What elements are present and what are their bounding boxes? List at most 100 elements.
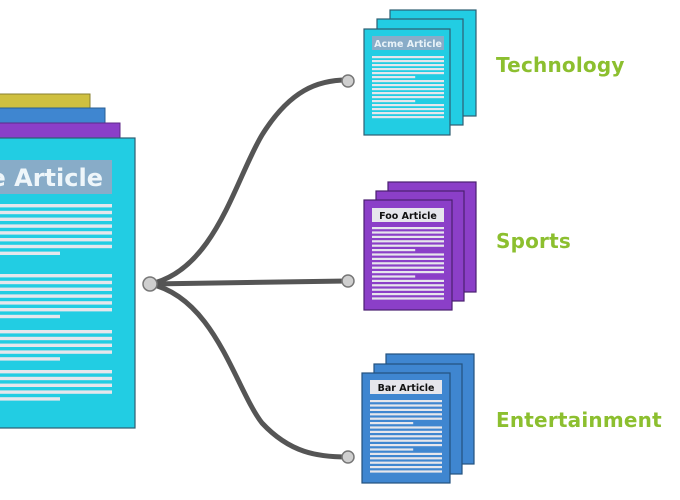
text-line (370, 452, 442, 455)
text-line (0, 397, 60, 401)
text-line (372, 92, 444, 95)
text-line (0, 210, 112, 215)
text-line (372, 279, 444, 282)
text-line (370, 461, 442, 464)
endpoint-sports (341, 274, 355, 288)
doc-title-bg (372, 208, 444, 222)
hub-node (142, 276, 158, 292)
connector-sports (147, 278, 350, 287)
text-line (370, 439, 442, 442)
text-line (372, 275, 416, 278)
text-line (372, 60, 444, 63)
source-doc-title-bg (0, 160, 112, 194)
text-line (0, 336, 112, 341)
doc-stack-technology: Acme Article (363, 9, 477, 136)
text-line (0, 251, 60, 255)
category-label-technology: Technology (496, 53, 625, 77)
text-line (372, 56, 444, 59)
text-line (370, 470, 442, 473)
text-line (0, 383, 112, 387)
doc-title: Foo Article (379, 211, 437, 222)
doc-text-lines (372, 227, 444, 300)
doc-title-bg (372, 36, 444, 50)
category-label-entertainment: Entertainment (496, 408, 662, 432)
text-line (372, 284, 444, 287)
text-line (370, 448, 414, 451)
text-line (0, 280, 112, 285)
text-line (372, 249, 416, 252)
text-line (372, 271, 444, 274)
text-line (372, 266, 444, 269)
doc-stack-entertainment: Bar Article (361, 353, 475, 484)
text-line (372, 227, 444, 230)
doc-text-lines (370, 400, 442, 473)
text-line (372, 64, 444, 67)
text-line (0, 204, 112, 208)
category-label-sports: Sports (496, 229, 571, 253)
text-line (372, 108, 444, 111)
text-line (372, 88, 444, 91)
doc-text-lines (372, 56, 444, 119)
text-line (370, 444, 442, 447)
text-line (0, 301, 112, 305)
text-line (370, 408, 442, 411)
text-line (372, 96, 444, 99)
text-line (0, 350, 112, 354)
text-line (0, 294, 112, 298)
text-line (372, 112, 444, 115)
text-line (372, 253, 444, 256)
text-line (372, 240, 444, 243)
text-line (372, 104, 444, 107)
endpoint-technology (341, 74, 355, 88)
source-doc-title: e Article (0, 164, 103, 192)
text-line (372, 76, 416, 79)
text-line (372, 80, 444, 83)
doc-title: Bar Article (378, 383, 435, 394)
text-line (372, 116, 444, 119)
text-line (370, 417, 442, 420)
text-line (370, 422, 414, 425)
text-line (0, 231, 112, 235)
doc-stack-sports: Foo Article (363, 181, 477, 311)
text-line (370, 430, 442, 433)
doc-title-bg (370, 380, 442, 394)
text-line (372, 68, 444, 71)
text-line (0, 376, 112, 381)
text-line (0, 390, 112, 394)
text-line (372, 72, 444, 75)
text-line (372, 293, 444, 296)
text-line (0, 308, 112, 312)
text-line (370, 404, 442, 407)
text-line (372, 244, 444, 247)
text-line (370, 457, 442, 460)
text-line (372, 297, 444, 300)
connectors (147, 77, 350, 460)
text-line (372, 257, 444, 260)
text-line (372, 100, 416, 103)
text-line (370, 466, 442, 469)
text-line (0, 330, 112, 334)
text-line (0, 314, 60, 319)
text-line (0, 244, 112, 249)
text-line (372, 235, 444, 238)
source-document-stack: e Article (0, 93, 136, 429)
text-line (370, 426, 442, 429)
text-line (370, 413, 442, 416)
text-line (372, 84, 444, 87)
text-line (372, 262, 444, 265)
text-line (0, 238, 112, 242)
text-line (0, 217, 112, 221)
text-line (372, 231, 444, 234)
connector-technology (147, 77, 350, 287)
endpoint-entertainment (341, 450, 355, 464)
text-line (0, 274, 112, 278)
text-line (372, 288, 444, 291)
text-line (370, 400, 442, 403)
doc-title: Acme Article (374, 39, 442, 50)
text-line (0, 370, 112, 374)
text-line (0, 343, 112, 347)
text-line (0, 357, 60, 361)
text-line (370, 435, 442, 438)
text-line (0, 224, 112, 228)
